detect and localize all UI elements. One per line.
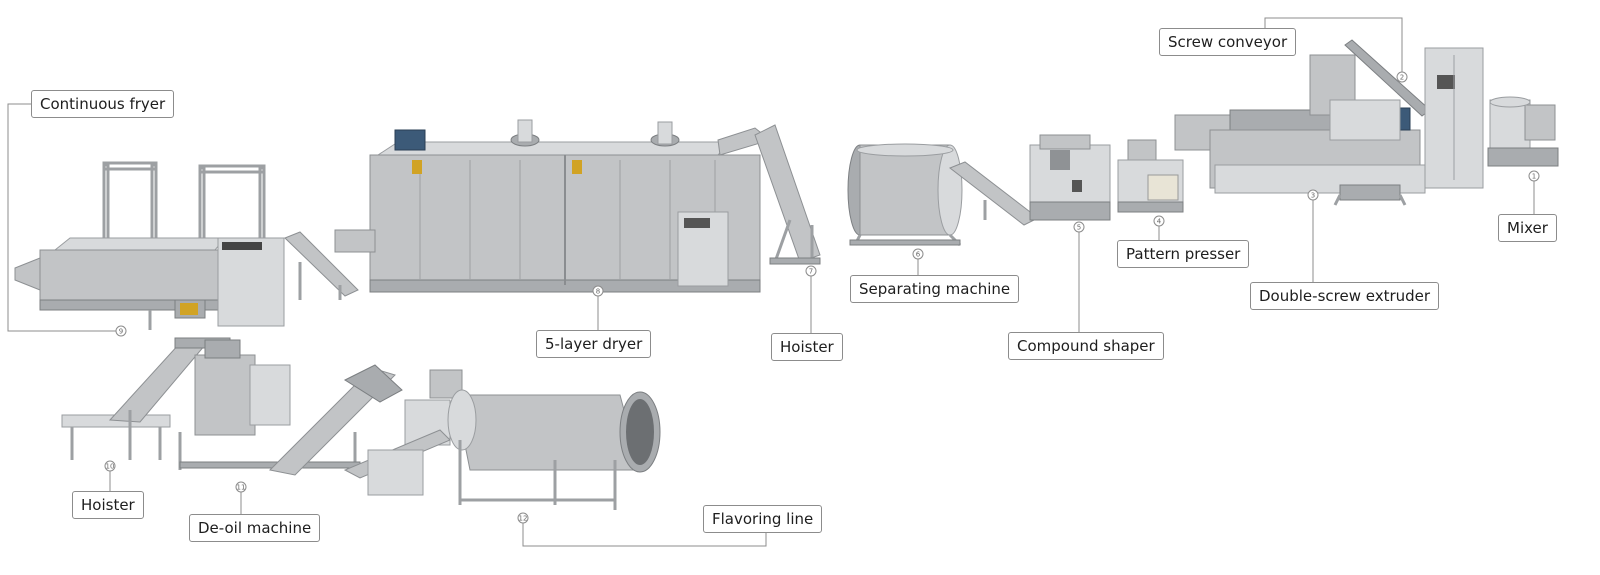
svg-text:5: 5 <box>1077 224 1081 232</box>
number-marker-10: 10 <box>104 460 116 472</box>
number-marker-12: 12 <box>517 512 529 524</box>
svg-text:9: 9 <box>119 328 123 336</box>
label-pattern-presser: Pattern presser <box>1117 240 1250 268</box>
five-layer-dryer-machine <box>334 119 821 293</box>
de-oil-machine <box>178 339 403 476</box>
svg-text:2: 2 <box>1400 74 1404 82</box>
number-marker-9: 9 <box>115 325 127 337</box>
number-marker-1: 1 <box>1528 170 1540 182</box>
svg-text:8: 8 <box>596 288 600 296</box>
label-hoister-bottom: Hoister <box>72 491 144 519</box>
pattern-presser-machine <box>1117 139 1184 213</box>
label-five-layer-dryer: 5-layer dryer <box>536 330 652 358</box>
label-flavoring-line: Flavoring line <box>703 505 823 533</box>
double-screw-extruder-machine <box>1174 39 1431 206</box>
label-screw-conveyor: Screw conveyor <box>1159 28 1297 56</box>
number-marker-3: 3 <box>1307 189 1319 201</box>
number-marker-5: 5 <box>1073 221 1085 233</box>
label-mixer: Mixer <box>1498 214 1557 242</box>
hoister-bottom-machine <box>61 337 231 460</box>
number-marker-11: 11 <box>235 481 247 493</box>
svg-text:4: 4 <box>1157 218 1162 226</box>
label-double-screw-extruder: Double-screw extruder <box>1250 282 1440 310</box>
number-marker-4: 4 <box>1153 215 1165 227</box>
label-hoister-top: Hoister <box>771 333 843 361</box>
svg-text:12: 12 <box>519 515 528 523</box>
label-continuous-fryer: Continuous fryer <box>31 90 175 118</box>
control-cabinet <box>1424 47 1484 189</box>
svg-text:11: 11 <box>237 484 246 492</box>
compound-shaper-machine <box>1029 134 1111 221</box>
leader-flavoring-line <box>522 523 767 547</box>
number-marker-7: 7 <box>805 265 817 277</box>
number-marker-2: 2 <box>1396 71 1408 83</box>
mixer-machine <box>1487 96 1559 167</box>
flavoring-line-machine <box>343 369 661 510</box>
svg-text:1: 1 <box>1532 173 1536 181</box>
leader-continuous-fryer <box>7 103 116 332</box>
svg-text:3: 3 <box>1311 192 1315 200</box>
svg-text:7: 7 <box>809 268 813 276</box>
svg-text:6: 6 <box>916 251 921 259</box>
leader-screw-conveyor <box>1264 17 1403 73</box>
svg-text:10: 10 <box>106 463 115 471</box>
number-marker-6: 6 <box>912 248 924 260</box>
number-marker-8: 8 <box>592 285 604 297</box>
label-compound-shaper: Compound shaper <box>1008 332 1164 360</box>
separating-machine <box>847 143 1039 247</box>
label-de-oil-machine: De-oil machine <box>189 514 321 542</box>
label-separating-machine: Separating machine <box>850 275 1020 303</box>
continuous-fryer-machine <box>14 161 359 330</box>
